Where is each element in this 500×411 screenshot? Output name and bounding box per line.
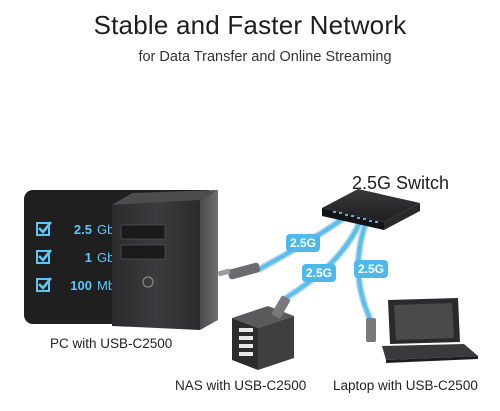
speed-value: 100 <box>70 277 92 293</box>
laptop-label: Laptop with USB-C2500 <box>333 378 478 393</box>
pc-tower-icon <box>112 190 218 330</box>
link-badge-nas: 2.5G <box>302 264 336 282</box>
link-speed-label: 2.5G <box>358 262 384 276</box>
link-badge-pc: 2.5G <box>286 234 320 252</box>
checkbox-icon <box>36 249 53 264</box>
checkbox-icon <box>36 277 53 292</box>
link-speed-label: 2.5G <box>306 266 332 280</box>
pc-label: PC with USB-C2500 <box>50 336 173 351</box>
link-speed-label: 2.5G <box>290 236 316 250</box>
cable-laptop <box>354 220 376 326</box>
speed-value: 1 <box>84 249 92 265</box>
network-switch-icon <box>322 189 420 230</box>
nas-device-icon <box>232 295 294 370</box>
nas-label: NAS with USB-C2500 <box>175 378 307 393</box>
speed-value: 2.5 <box>73 221 92 237</box>
checkbox-icon <box>36 221 53 236</box>
switch-label: 2.5G Switch <box>352 173 450 193</box>
page-subtitle: for Data Transfer and Online Streaming <box>138 49 392 65</box>
link-badge-laptop: 2.5G <box>354 260 388 278</box>
page-title: Stable and Faster Network <box>93 10 407 40</box>
laptop-icon <box>366 298 478 363</box>
usb-adapter-icon <box>217 262 261 280</box>
